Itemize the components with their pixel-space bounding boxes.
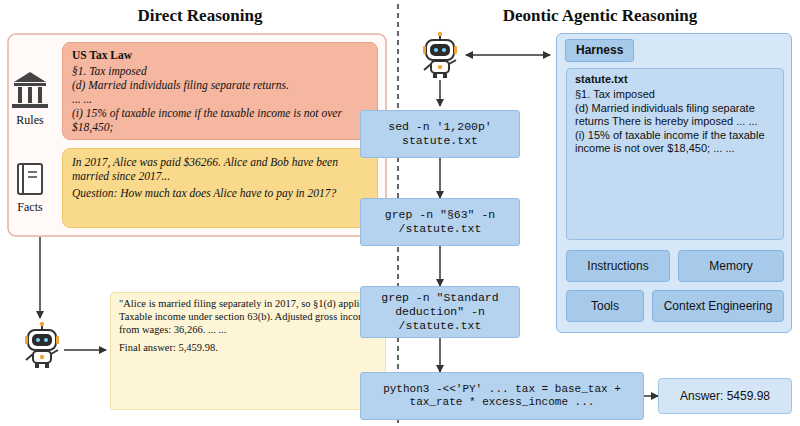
flow-arrow bbox=[439, 246, 441, 286]
box-text: ... ... bbox=[72, 92, 368, 106]
box-heading: US Tax Law bbox=[72, 48, 368, 62]
panel-tag: Harness bbox=[565, 39, 634, 62]
box-text: python3 -<<'PY' ... tax = base_tax + tax… bbox=[367, 383, 637, 410]
box-text: grep -n "§63" -n /statute.txt bbox=[367, 208, 513, 236]
box-text: Tools bbox=[591, 299, 619, 314]
component-box: Memory bbox=[678, 250, 784, 282]
box-text: §1. Tax imposed bbox=[575, 88, 775, 101]
command-box: grep -n "Standard deduction" -n /statute… bbox=[360, 286, 520, 338]
rules-box: US Tax Law §1. Tax imposed(d) Married ind… bbox=[62, 42, 378, 140]
component-box: Instructions bbox=[566, 250, 670, 282]
answer-box: "Alice is married filing separately in 2… bbox=[110, 292, 386, 410]
command-box: grep -n "§63" -n /statute.txt bbox=[360, 198, 520, 246]
box-text: (i) 15% of taxable income if the taxable… bbox=[72, 106, 368, 134]
box-text: In 2017, Alice was paid $36266. Alice an… bbox=[72, 155, 368, 183]
panel-title: Deontic Agentic Reasoning bbox=[410, 6, 790, 26]
box-text: Context Engineering bbox=[664, 299, 773, 314]
box-text: (i) 15% of taxable income if the taxable… bbox=[575, 129, 775, 156]
panel-title: Direct Reasoning bbox=[10, 6, 390, 26]
box-text: (d) Married individuals filing separate … bbox=[575, 102, 775, 129]
box-text: "Alice is married filing separately in 2… bbox=[119, 298, 377, 336]
command-box: python3 -<<'PY' ... tax = base_tax + tax… bbox=[360, 372, 644, 420]
box-text: §1. Tax imposed bbox=[72, 64, 368, 78]
box-text: Final answer: 5,459.98. bbox=[119, 342, 377, 355]
flow-arrow bbox=[439, 158, 441, 198]
box-text: Instructions bbox=[587, 259, 648, 274]
flow-arrow bbox=[439, 338, 441, 372]
box-text: (d) Married individuals filing separate … bbox=[72, 78, 368, 92]
icon-label: Rules bbox=[5, 113, 55, 128]
component-box: Tools bbox=[566, 290, 644, 322]
box-heading: statute.txt bbox=[575, 73, 775, 86]
answer-box: Answer: 5459.98 bbox=[658, 378, 792, 414]
facts-box: In 2017, Alice was paid $36266. Alice an… bbox=[62, 148, 378, 228]
icon-label: Facts bbox=[5, 200, 55, 215]
component-box: Context Engineering bbox=[652, 290, 784, 322]
command-box: sed -n '1,200p' statute.txt bbox=[360, 110, 520, 158]
box-text: Answer: 5459.98 bbox=[680, 389, 770, 404]
box-text: Question: How much tax does Alice have t… bbox=[72, 186, 368, 200]
harness-panel: Harness statute.txt §1. Tax imposed(d) Mar… bbox=[556, 33, 792, 333]
box-text: grep -n "Standard deduction" -n /statute… bbox=[367, 291, 513, 333]
flow-arrow bbox=[644, 395, 658, 397]
box-text: Memory bbox=[709, 259, 752, 274]
file-box: statute.txt §1. Tax imposed(d) Married in… bbox=[566, 68, 784, 240]
box-text: sed -n '1,200p' statute.txt bbox=[367, 120, 513, 148]
